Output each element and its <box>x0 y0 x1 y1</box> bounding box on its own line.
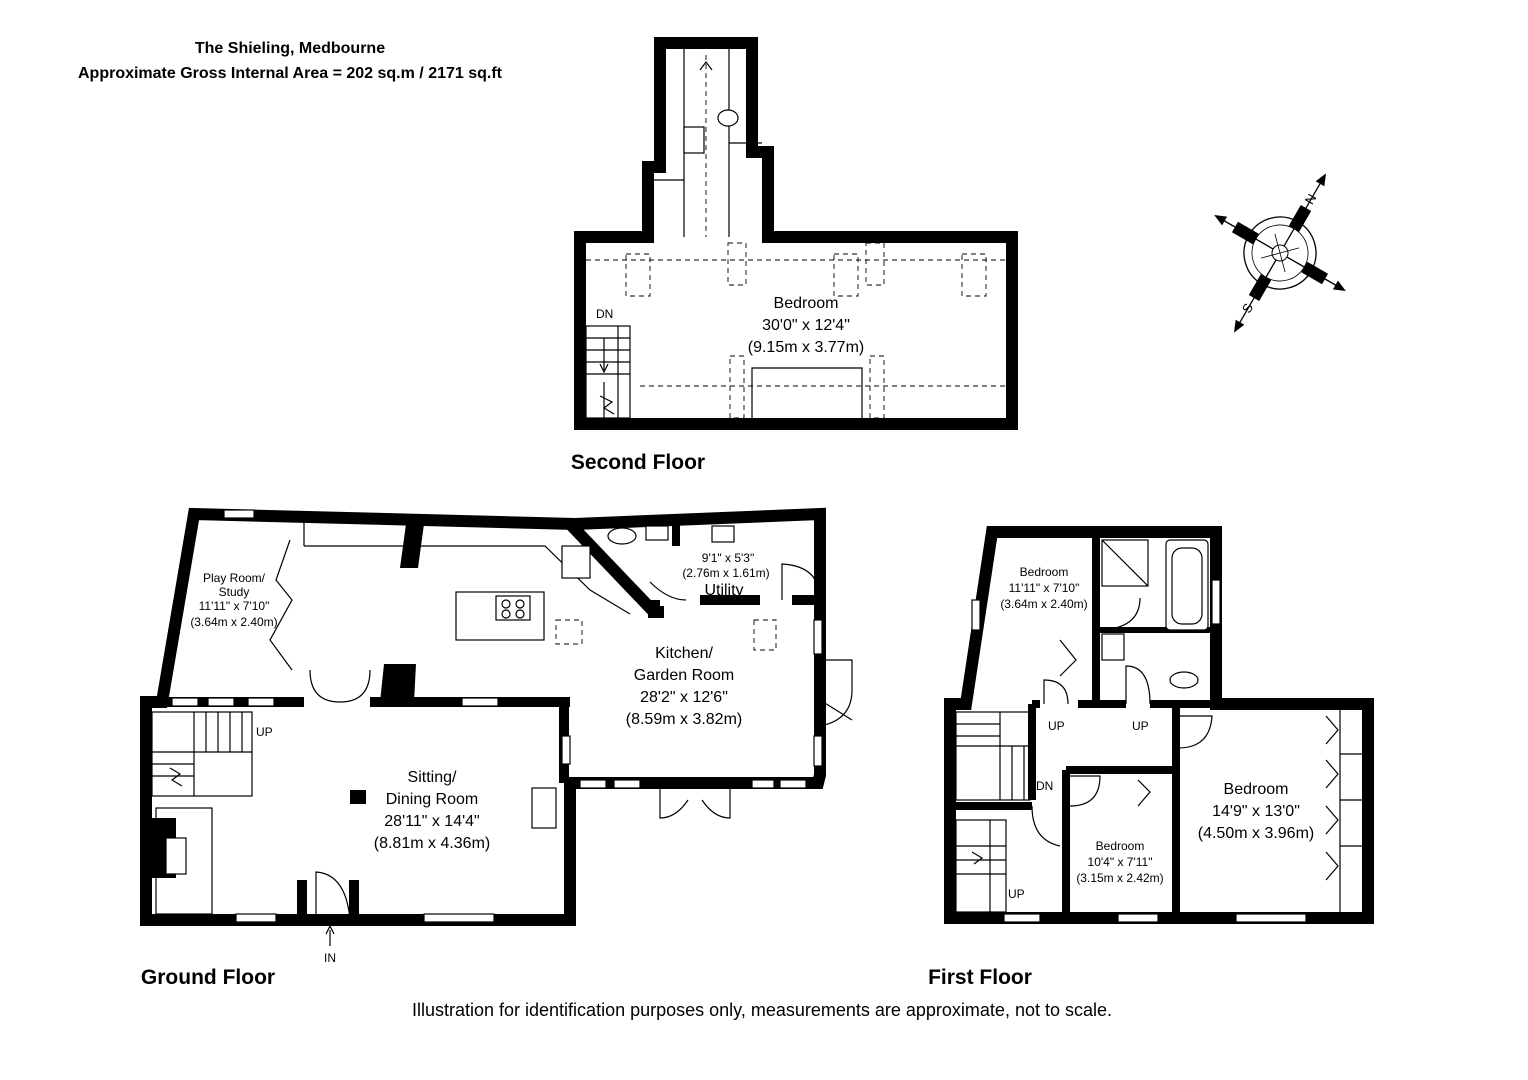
sitting-imperial: 28'11" x 14'4" <box>384 813 479 830</box>
ff-bedroom1-metric: (3.64m x 2.40m) <box>1000 597 1087 611</box>
sink-icon <box>683 126 705 154</box>
kitchen-name2: Garden Room <box>634 667 735 684</box>
plan-title: The Shieling, Medbourne <box>195 40 385 57</box>
ff-toilet-icon <box>1169 671 1199 689</box>
compass-south: S <box>1239 300 1256 315</box>
sf-bedroom-name: Bedroom <box>774 295 839 312</box>
compass-icon: N S <box>1214 173 1346 333</box>
ff-bedroom1-imperial: 11'11" x 7'10" <box>1009 581 1080 595</box>
ground-floor-plan: UP IN Play Room/ Study 11'11" x 7'10" (3… <box>140 507 853 965</box>
utility-sink-icon <box>711 525 735 543</box>
toilet-icon <box>717 109 739 127</box>
kitchen-name1: Kitchen/ <box>655 645 713 662</box>
first-floor-label: First Floor <box>928 966 1032 989</box>
playroom-metric: (3.64m x 2.40m) <box>190 615 277 629</box>
stove-icon <box>531 787 557 829</box>
second-floor-label: Second Floor <box>571 451 705 474</box>
plan-area: Approximate Gross Internal Area = 202 sq… <box>78 65 503 82</box>
utility-basin-icon <box>645 525 669 541</box>
hob-icon <box>495 595 531 621</box>
sf-bedroom-metric: (9.15m x 3.77m) <box>748 339 864 356</box>
playroom-imperial: 11'11" x 7'10" <box>199 599 270 613</box>
ff-bedroom2-name: Bedroom <box>1224 781 1289 798</box>
sitting-name1: Sitting/ <box>408 769 457 786</box>
compass-north: N <box>1302 191 1320 207</box>
up-marker-first-2: UP <box>1132 719 1149 733</box>
sitting-metric: (8.81m x 4.36m) <box>374 835 490 852</box>
playroom-name1: Play Room/ <box>203 571 266 585</box>
ff-bedroom3-imperial: 10'4" x 7'11" <box>1088 855 1153 869</box>
bath-icon <box>1165 539 1209 631</box>
utility-metric: (2.76m x 1.61m) <box>682 566 769 580</box>
disclaimer: Illustration for identification purposes… <box>412 1000 1112 1020</box>
utility-imperial: 9'1" x 5'3" <box>702 551 754 565</box>
ff-bedroom2-imperial: 14'9" x 13'0" <box>1212 803 1300 820</box>
ff-bedroom2-metric: (4.50m x 3.96m) <box>1198 825 1314 842</box>
playroom-name2: Study <box>219 585 250 599</box>
up-marker-first-3: UP <box>1008 887 1025 901</box>
kitchen-sink-icon <box>561 545 591 579</box>
ground-floor-label: Ground Floor <box>141 966 275 989</box>
up-marker-first-1: UP <box>1048 719 1065 733</box>
ff-basin-icon <box>1101 633 1125 661</box>
utility-toilet-icon <box>607 527 637 545</box>
sitting-name2: Dining Room <box>386 791 478 808</box>
kitchen-imperial: 28'2" x 12'6" <box>640 689 728 706</box>
in-marker: IN <box>324 951 336 965</box>
sf-bedroom-imperial: 30'0" x 12'4" <box>762 317 850 334</box>
second-floor-walls <box>574 37 1018 430</box>
utility-name: Utility <box>704 582 743 599</box>
dn-marker-second: DN <box>596 307 613 321</box>
second-floor-plan: DN Bedroom 30'0" x 12'4" (9.15m x 3.77m) <box>574 37 1018 430</box>
kitchen-metric: (8.59m x 3.82m) <box>626 711 742 728</box>
ff-bedroom3-name: Bedroom <box>1096 839 1145 853</box>
dn-marker-first: DN <box>1036 779 1053 793</box>
ff-bedroom1-name: Bedroom <box>1020 565 1069 579</box>
up-marker-ground: UP <box>256 725 273 739</box>
ff-bedroom3-metric: (3.15m x 2.42m) <box>1076 871 1163 885</box>
first-floor-plan: UP UP DN UP Bedroom 11'11" x 7'10" (3.64… <box>944 526 1374 924</box>
